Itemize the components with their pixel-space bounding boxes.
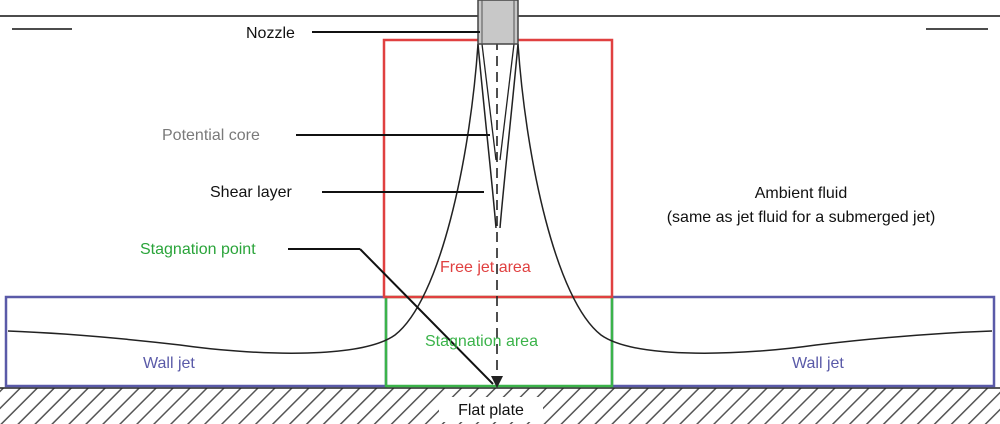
jet-boundary-left <box>7 43 479 354</box>
shear-layer-inner-left <box>477 43 497 229</box>
stagnation-point-label: Stagnation point <box>140 241 256 258</box>
wall-jet-left-label: Wall jet <box>143 355 195 372</box>
nozzle-label: Nozzle <box>246 25 295 42</box>
centerline-arrowhead <box>491 376 503 388</box>
stagnation-point-leader-d <box>359 248 494 385</box>
shear-layer-inner-right <box>499 43 519 229</box>
potential-core-right <box>499 43 515 161</box>
wall-jet-region-right <box>610 295 996 388</box>
flat-plate-label-box <box>439 397 543 422</box>
potential-core-left <box>481 43 497 161</box>
flat-plate-label: Flat plate <box>458 402 524 419</box>
wall-jet-right-label: Wall jet <box>792 355 844 372</box>
ambient-fluid-label: Ambient fluid <box>755 185 848 202</box>
jet-boundary-right <box>517 43 993 354</box>
free-jet-area-label: Free jet area <box>440 259 531 276</box>
ambient-fluid-note: (same as jet fluid for a submerged jet) <box>667 209 936 226</box>
potential-core-label: Potential core <box>162 127 260 144</box>
shear-layer-label: Shear layer <box>210 184 292 201</box>
wall-jet-region-left <box>4 295 388 388</box>
stagnation-area-label: Stagnation area <box>425 333 538 350</box>
nozzle-body <box>477 0 519 45</box>
